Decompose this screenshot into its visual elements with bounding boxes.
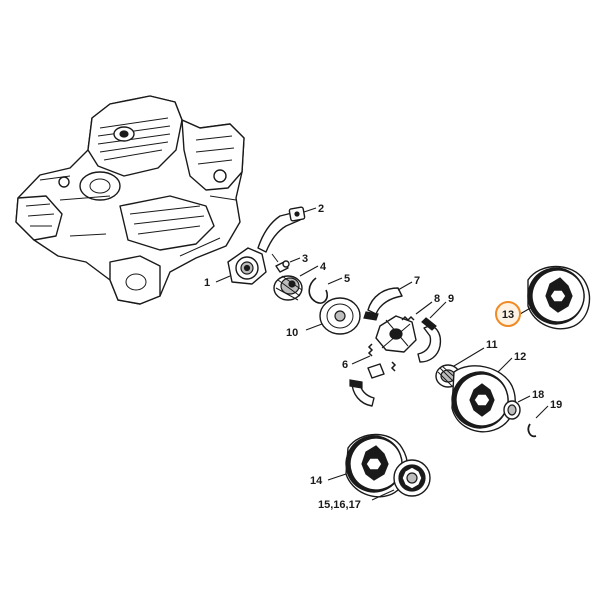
- callout-3: 3: [302, 253, 308, 265]
- part-4-worm-gear: 4: [273, 261, 327, 301]
- part-19-e-clip: 19: [527, 399, 562, 438]
- callout-4: 4: [320, 261, 327, 273]
- callout-7: 7: [414, 275, 420, 287]
- callout-19: 19: [550, 399, 562, 411]
- part-14-spur-drum: 14: [310, 433, 409, 498]
- part-5-spring-clip: 5: [308, 273, 350, 304]
- callout-12: 12: [514, 351, 526, 363]
- part-18-washer: 18: [503, 389, 544, 420]
- callout-1: 1: [204, 277, 210, 289]
- callout-6: 6: [342, 359, 348, 371]
- callout-10: 10: [286, 327, 298, 339]
- callout-15-16-17: 15,16,17: [318, 499, 361, 511]
- clutch-assembly: 7 8 9 6: [342, 275, 454, 407]
- callout-8: 8: [434, 293, 440, 305]
- part-13-sprocket-drum: 13: [495, 265, 591, 330]
- engine-housing: [15, 95, 245, 305]
- callout-9: 9: [448, 293, 454, 305]
- part-1-oil-pump: 1: [204, 247, 267, 289]
- highlight-ring-13: [495, 301, 521, 327]
- callout-13: 13: [502, 309, 514, 321]
- callout-5: 5: [344, 273, 350, 285]
- part-10-washer: 10: [286, 297, 361, 339]
- callout-14: 14: [310, 475, 323, 487]
- part-15-16-17-rim-sprocket: 15,16,17: [318, 459, 431, 511]
- part-12-clutch-drum: 12: [451, 351, 526, 433]
- callout-2: 2: [318, 203, 324, 215]
- part-2-oil-hose: 2: [257, 203, 324, 253]
- callout-18: 18: [532, 389, 544, 401]
- part-3-screw: 3: [271, 253, 308, 273]
- callout-11: 11: [486, 339, 498, 351]
